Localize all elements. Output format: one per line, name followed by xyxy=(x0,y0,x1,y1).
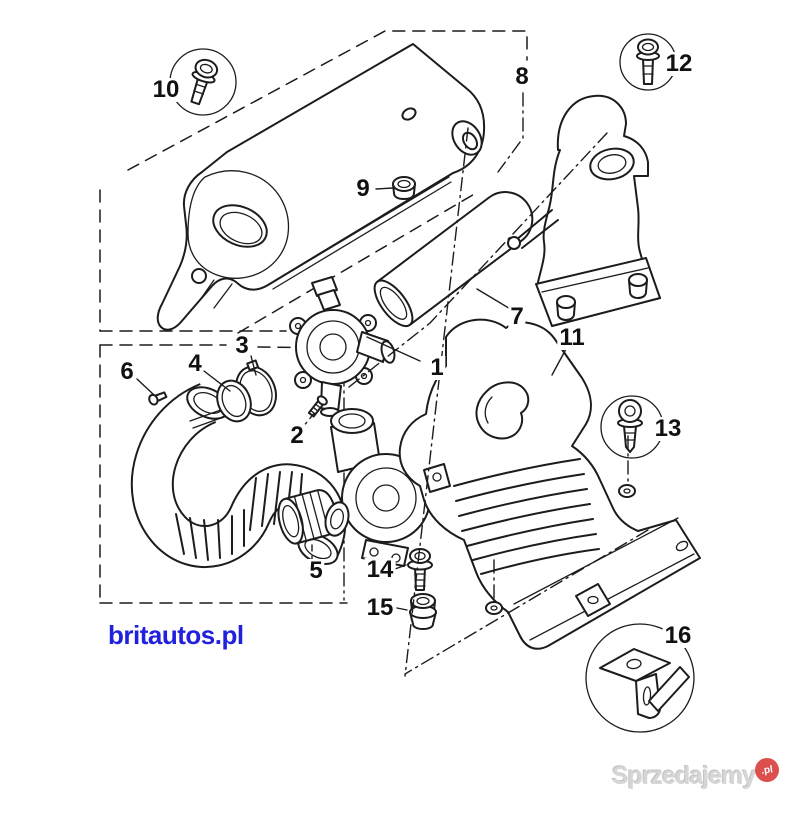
manifold-bolt-bosses xyxy=(556,273,648,321)
seal-ring-drawing xyxy=(216,379,252,423)
callout-1: 1 xyxy=(428,354,446,381)
nut-15-drawing xyxy=(409,593,437,630)
callout-13: 13 xyxy=(652,415,684,442)
hose-corrugation-left xyxy=(175,509,245,561)
leader-lines xyxy=(136,187,567,611)
circled-bolt-12 xyxy=(619,33,677,91)
manifold-bracket-drawing xyxy=(507,94,661,327)
intake-tube-drawing xyxy=(373,191,534,328)
callout-10: 10 xyxy=(150,76,182,103)
callout-11: 11 xyxy=(557,324,587,351)
circled-bolt-10 xyxy=(169,48,237,116)
callout-14: 14 xyxy=(364,556,396,583)
callout-16: 16 xyxy=(662,622,694,649)
clamp-bolt-6-drawing xyxy=(148,391,168,406)
callout-6: 6 xyxy=(118,358,136,385)
nut-9-drawing xyxy=(392,176,416,200)
callout-7: 7 xyxy=(508,303,526,330)
bolt-14-drawing xyxy=(407,548,433,591)
watermark-sprzedajemy: Sprzedajemy xyxy=(612,762,756,790)
callout-15: 15 xyxy=(364,594,396,621)
bolt-2-drawing xyxy=(307,395,328,418)
callout-9: 9 xyxy=(354,175,372,202)
valve-drawing xyxy=(289,276,396,417)
callout-12: 12 xyxy=(663,50,695,77)
air-duct-drawing xyxy=(398,318,701,650)
circled-screw-13 xyxy=(600,395,664,459)
callout-2: 2 xyxy=(288,422,306,449)
callout-3: 3 xyxy=(233,332,251,359)
callout-4: 4 xyxy=(186,350,204,377)
circled-bracket-16 xyxy=(585,623,695,733)
watermark-britautos: britautos.pl xyxy=(108,620,244,650)
heat-shield-drawing xyxy=(156,43,486,331)
center-lines xyxy=(348,127,649,677)
callout-8: 8 xyxy=(513,63,531,90)
callout-5: 5 xyxy=(307,557,325,584)
